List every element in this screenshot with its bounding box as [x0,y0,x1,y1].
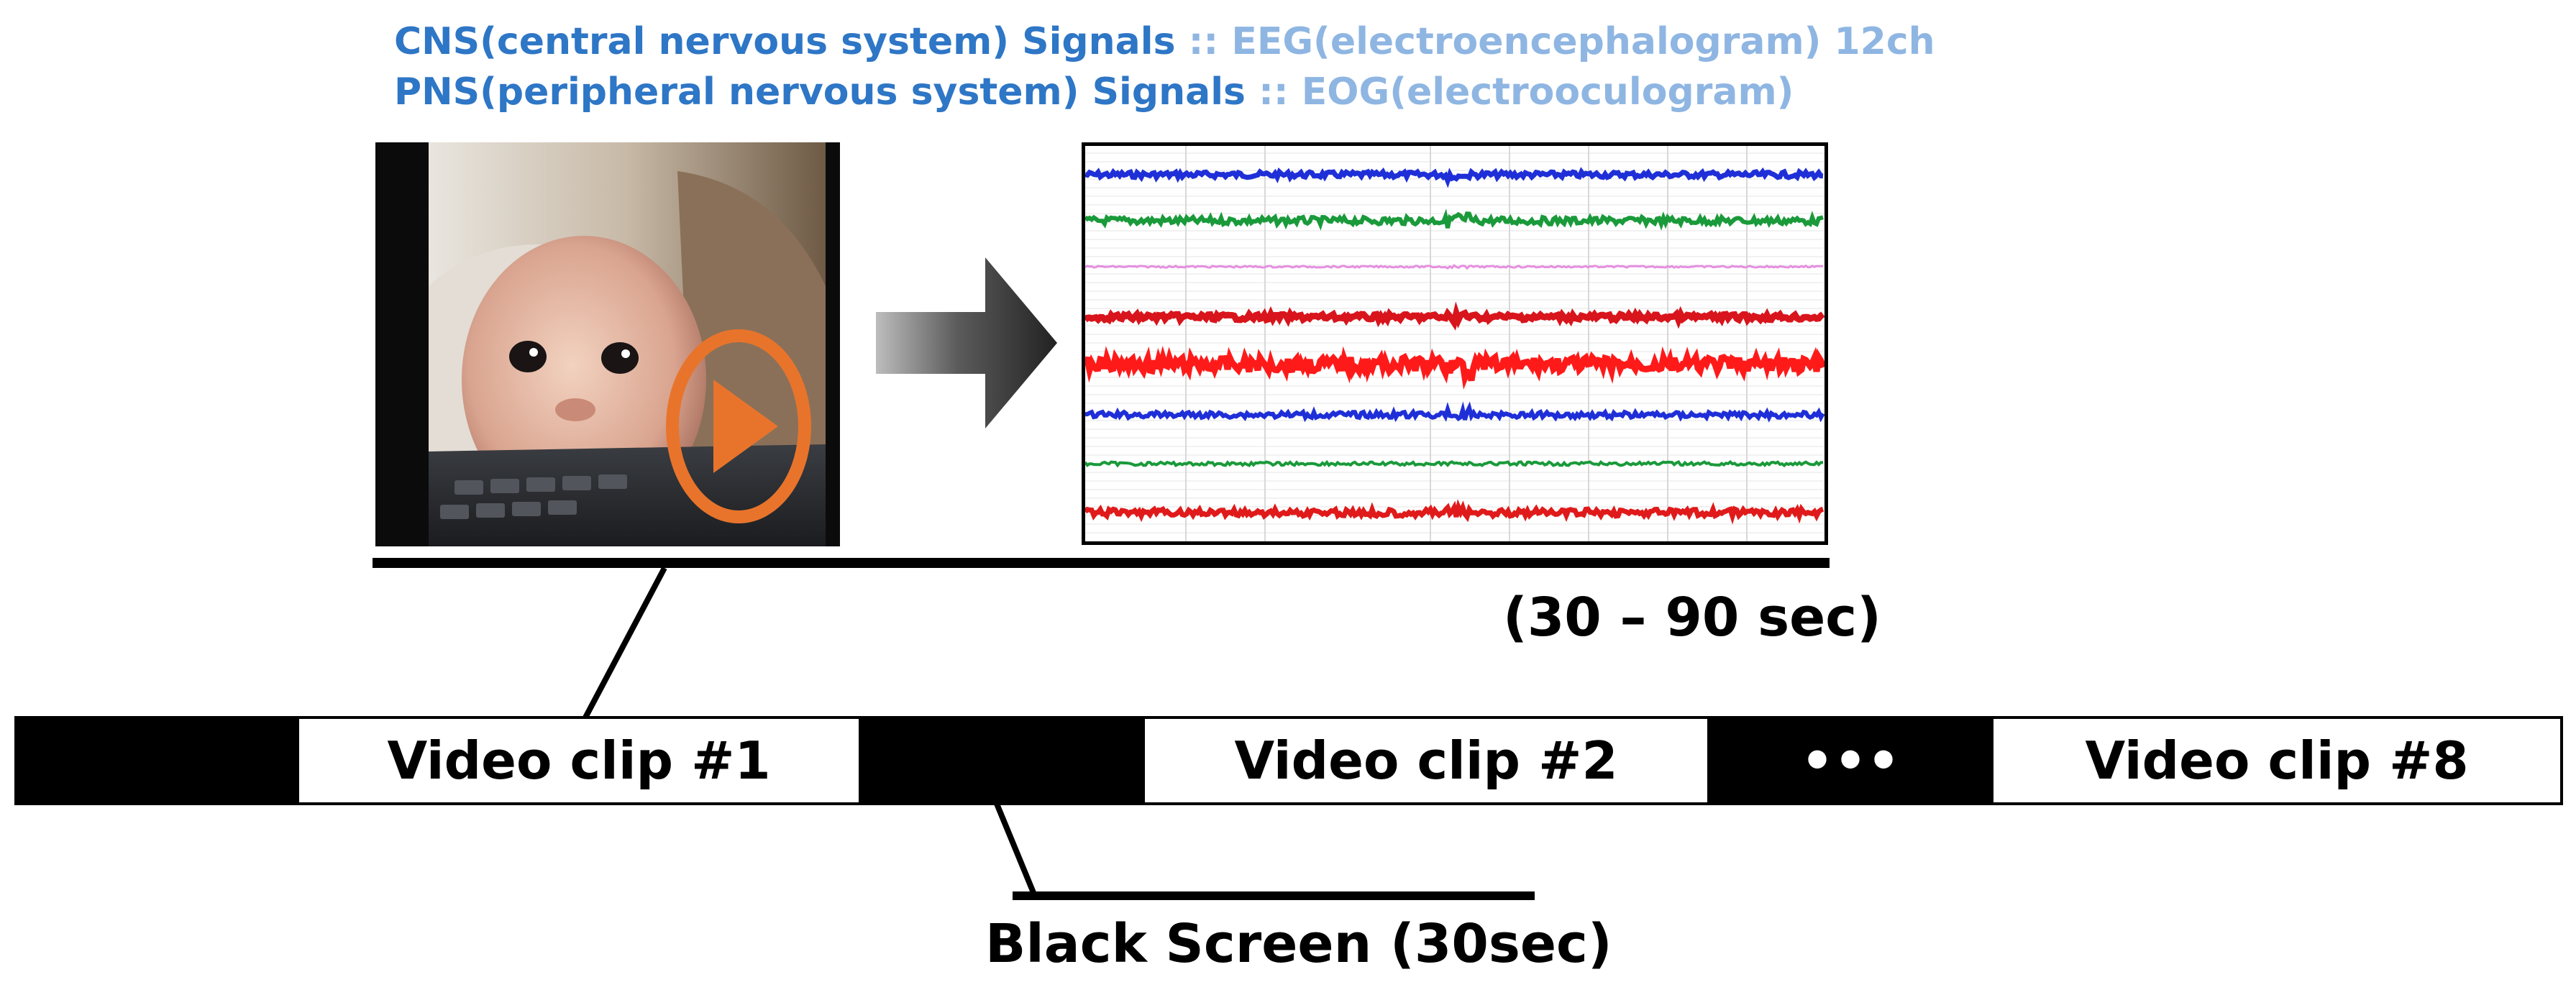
video-clip-label: Video clip #1 [387,730,771,791]
play-icon[interactable] [666,329,811,523]
timeline-video-clip-1: Video clip #1 [299,719,859,802]
timeline-ellipsis: ••• [1707,719,1993,802]
black-screen-duration-line [1013,891,1535,900]
clip1-connector-line [583,567,667,719]
black-screen-connector-line [994,802,1037,896]
eeg-signal-plot [1082,142,1828,545]
cns-separator: :: [1188,20,1219,63]
header-line-cns: CNS(central nervous system) Signals :: E… [394,23,1935,60]
timeline-black-screen [17,719,299,802]
timeline-video-clip-2: Video clip #2 [1145,719,1707,802]
black-segment-label [17,719,299,802]
eog-label: EOG(electrooculogram) [1301,70,1794,114]
signal-trace-7 [1084,459,1824,468]
signal-traces [1082,146,1827,541]
signal-trace-6 [1084,401,1825,423]
baby-video-image [375,142,840,546]
header-line-pns: PNS(peripheral nervous system) Signals :… [394,73,1794,111]
video-duration-label: (30 – 90 sec) [1503,587,1881,648]
black-screen-label: Black Screen (30sec) [985,913,1612,975]
video-clip-label: Video clip #8 [2085,730,2469,791]
pns-label: PNS(peripheral nervous system) Signals [394,70,1246,114]
signal-trace-8 [1083,499,1824,525]
signal-trace-3 [1084,264,1824,270]
video-thumbnail [375,142,840,546]
timeline-black-screen [859,719,1145,802]
black-segment-label: ••• [1800,730,1901,791]
right-arrow-icon [873,253,1060,433]
signal-trace-1 [1084,167,1824,188]
experiment-timeline: Video clip #1 Video clip #2 ••• Video clip … [14,716,2563,805]
black-segment-label [859,719,1145,802]
eeg-label: EEG(electroencephalogram) 12ch [1231,20,1935,63]
video-duration-line [373,558,1830,568]
signal-trace-4 [1082,301,1825,331]
signal-trace-2 [1084,208,1824,231]
pns-separator: :: [1259,70,1289,114]
video-clip-label: Video clip #2 [1234,730,1618,791]
cns-label: CNS(central nervous system) Signals [394,20,1176,63]
signal-trace-5 [1084,346,1827,390]
timeline-video-clip-8: Video clip #8 [1993,719,2560,802]
